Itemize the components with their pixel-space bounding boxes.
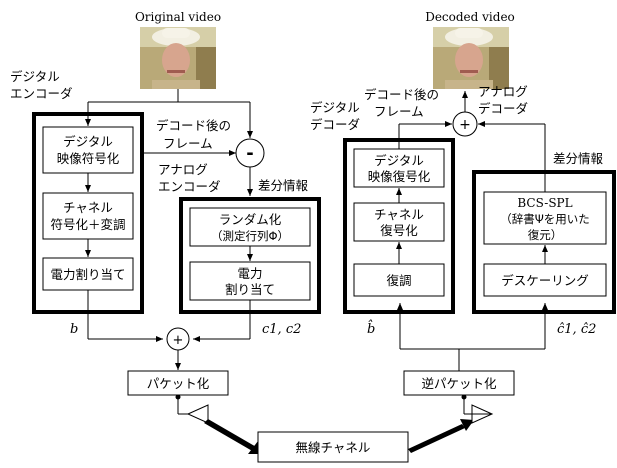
analog-encoder-label-line2: エンコーダ xyxy=(158,179,221,194)
channel-decoding-line2: 復号化 xyxy=(380,223,418,238)
analog-encoder-label-line1: アナログ xyxy=(158,162,208,177)
encoder-diff-info-label: 差分情報 xyxy=(258,178,309,193)
digital-decoder-label-line1: デジタル xyxy=(310,100,360,115)
uplink-arrow-shaft xyxy=(204,419,258,452)
encoder-decoded-frame-label-line1: デコード後の xyxy=(156,118,231,133)
digital-video-encoding-line1: デジタル xyxy=(63,134,113,149)
analog-decoder-label-line1: アナログ xyxy=(478,84,528,99)
decoder-decoded-frame-label-line2: フレーム xyxy=(374,104,424,119)
analog-power-allocation-line2: 割り当て xyxy=(225,282,275,297)
bcs-spl-line3: 復元） xyxy=(528,228,563,242)
b-label: b xyxy=(70,322,78,337)
transmit-antenna-icon xyxy=(186,404,209,424)
digital-video-encoding-line2: 映像符号化 xyxy=(57,151,120,166)
digital-video-decoding-line1: デジタル xyxy=(374,153,424,168)
channel-coding-line1: チャネル xyxy=(63,200,113,215)
decoded-video-label: Decoded video xyxy=(425,10,515,24)
wireless-channel-label: 無線チャネル xyxy=(296,440,371,455)
c-label: c1, c2 xyxy=(262,322,301,337)
analog-power-allocation-line1: 電力 xyxy=(237,266,262,281)
randomization-line1: ランダム化 xyxy=(219,212,282,227)
downlink-arrow-head xyxy=(460,419,474,431)
analog-power-allocation-block xyxy=(189,261,311,301)
bcs-spl-block xyxy=(483,191,607,245)
subtract-symbol: - xyxy=(246,143,253,164)
demodulation-block xyxy=(353,263,445,297)
digital-video-encoding-block xyxy=(42,126,134,174)
depacketize-block xyxy=(403,370,515,396)
digital-video-decoding-line2: 映像復号化 xyxy=(368,169,431,184)
b-hat-label: b̂ xyxy=(367,319,375,337)
digital-encoder-label-line2: エンコーダ xyxy=(10,86,73,101)
channel-coding-line2: 符号化＋変調 xyxy=(50,217,125,232)
depacketize-label: 逆パケット化 xyxy=(421,376,497,391)
demodulation-label: 復調 xyxy=(386,273,411,288)
channel-decoding-line1: チャネル xyxy=(374,207,424,222)
wireless-channel-block xyxy=(257,431,409,463)
digital-power-allocation-label: 電力割り当て xyxy=(50,267,125,282)
descaling-label: デスケーリング xyxy=(501,273,589,288)
decoder-decoded-frame-label-line1: デコード後の xyxy=(364,87,439,102)
original-video-label: Original video xyxy=(135,10,221,24)
downlink-arrow-shaft xyxy=(408,424,465,453)
analog-decoder-frame xyxy=(472,170,616,314)
c-hat-label: ĉ1, ĉ2 xyxy=(557,322,596,337)
decoder-plus-symbol: + xyxy=(459,117,471,133)
analog-decoder-label-line2: デコーダ xyxy=(478,101,528,116)
randomization-line2: （測定行列Φ） xyxy=(211,229,289,243)
digital-decoder-label-line2: デコーダ xyxy=(310,117,360,132)
encoder-decoded-frame-label-line2: フレーム xyxy=(163,136,213,151)
decoded-video-thumbnail xyxy=(433,27,509,89)
digital-power-allocation-block xyxy=(42,257,134,291)
channel-coding-modulation-block xyxy=(42,192,134,240)
decoder-diff-info-label: 差分情報 xyxy=(553,151,604,166)
bcs-spl-line1: BCS-SPL xyxy=(517,196,572,210)
digital-encoder-label-line1: デジタル xyxy=(10,69,60,84)
descaling-block xyxy=(483,263,607,297)
bcs-spl-line2: （辞書Ψを用いた xyxy=(500,212,590,226)
encoder-plus-symbol: + xyxy=(173,333,184,348)
digital-video-decoding-block xyxy=(353,148,445,188)
original-video-thumbnail xyxy=(140,27,216,89)
packetize-label: パケット化 xyxy=(147,376,210,391)
